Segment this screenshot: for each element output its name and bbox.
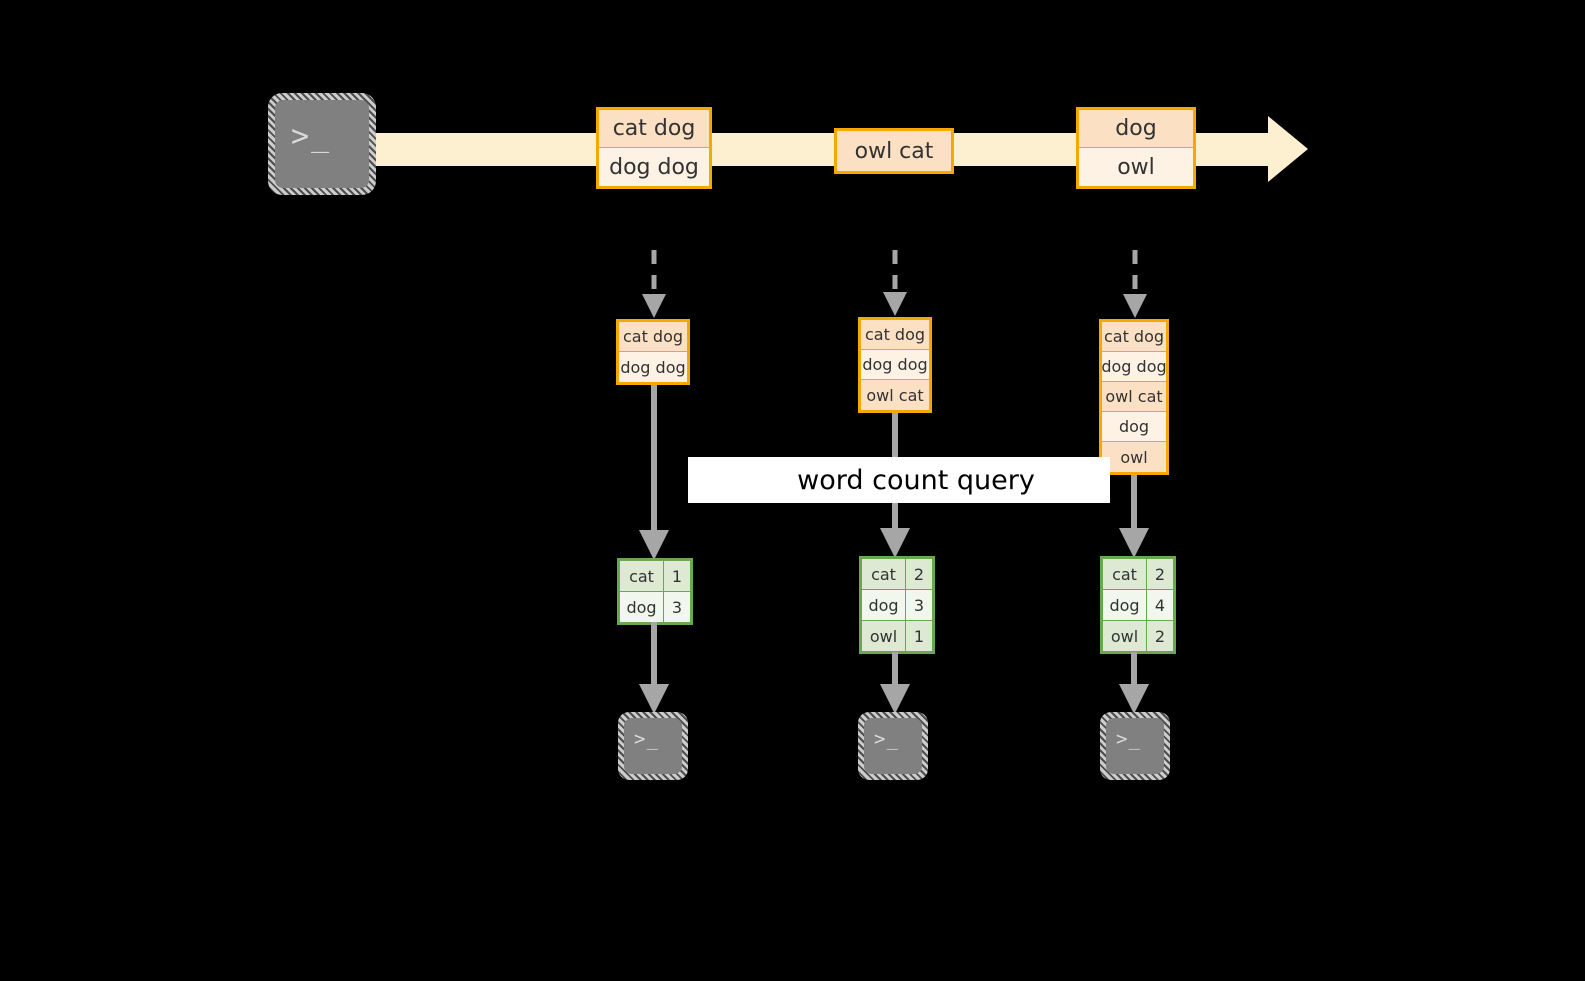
result-table: cat 1 dog 3 (617, 558, 693, 625)
result-to-sink-arrow-icon (880, 652, 910, 714)
sink-terminal-icon: >_ (858, 712, 928, 780)
stream-record-line: owl cat (837, 131, 951, 171)
result-word-cell: dog (620, 592, 664, 622)
dashed-down-arrow-icon (642, 250, 666, 318)
dashed-down-arrow-icon (883, 250, 907, 316)
terminal-prompt-icon: >_ (1116, 728, 1141, 750)
result-word-cell: owl (1103, 621, 1147, 651)
result-table: cat 2 dog 3 owl 1 (859, 556, 935, 654)
result-count-cell: 3 (913, 595, 925, 615)
sink-terminal-icon: >_ (1100, 712, 1170, 780)
query-band: word count query (688, 457, 1110, 503)
terminal-prompt-icon: >_ (634, 728, 659, 750)
terminal-prompt-icon: >_ (874, 728, 899, 750)
result-word-cell: cat (620, 561, 664, 591)
sink-terminal-icon: >_ (618, 712, 688, 780)
result-count-cell: 3 (671, 597, 683, 617)
result-table: cat 2 dog 4 owl 2 (1100, 556, 1176, 654)
table-row: cat 2 (1103, 559, 1173, 590)
table-row: owl 2 (1103, 621, 1173, 651)
batch-line: owl (1102, 442, 1166, 472)
batch-to-result-arrow-icon (1119, 472, 1149, 558)
batch-line: dog (1102, 412, 1166, 442)
result-count-cell: 4 (1154, 595, 1166, 615)
batch-line: dog dog (1101, 352, 1167, 382)
stream-record-line: dog dog (599, 148, 709, 186)
result-count-cell: 2 (913, 564, 925, 584)
batch-box: cat dog dog dog owl cat (858, 317, 932, 413)
result-to-sink-arrow-icon (639, 622, 669, 714)
result-count-cell: 1 (913, 626, 925, 646)
terminal-screen (864, 718, 922, 774)
batch-line: cat dog (861, 320, 929, 350)
stream-record-line: dog (1079, 110, 1193, 148)
stream-record-line: owl (1079, 148, 1193, 186)
result-word-cell: cat (862, 559, 906, 589)
table-row: cat 1 (620, 561, 690, 592)
table-row: cat 2 (862, 559, 932, 590)
source-terminal-icon: >_ (268, 93, 376, 195)
result-word-cell: owl (862, 621, 906, 651)
stream-record-box: cat dog dog dog (596, 107, 712, 189)
batch-line: dog dog (619, 352, 687, 382)
batch-line: cat dog (1102, 322, 1166, 352)
dashed-down-arrow-icon (1123, 250, 1147, 318)
batch-box: cat dog dog dog (616, 319, 690, 385)
table-row: dog 3 (862, 590, 932, 621)
batch-box: cat dog dog dog owl cat dog owl (1099, 319, 1169, 475)
right-arrow-icon (1268, 116, 1308, 182)
terminal-screen (1106, 718, 1164, 774)
terminal-screen (624, 718, 682, 774)
result-word-cell: dog (862, 590, 906, 620)
terminal-screen (275, 100, 369, 188)
table-row: dog 4 (1103, 590, 1173, 621)
result-word-cell: cat (1103, 559, 1147, 589)
stream-record-box: owl cat (834, 128, 954, 174)
result-to-sink-arrow-icon (1119, 652, 1149, 714)
result-count-cell: 2 (1154, 626, 1166, 646)
stream-record-box: dog owl (1076, 107, 1196, 189)
table-row: dog 3 (620, 592, 690, 622)
result-count-cell: 1 (671, 566, 683, 586)
result-word-cell: dog (1103, 590, 1147, 620)
batch-to-result-arrow-icon (639, 382, 669, 560)
result-count-cell: 2 (1154, 564, 1166, 584)
batch-line: cat dog (619, 322, 687, 352)
batch-line: dog dog (861, 350, 929, 380)
batch-line: owl cat (861, 380, 929, 410)
query-band-label: word count query (797, 464, 1035, 496)
terminal-prompt-icon: >_ (291, 119, 332, 154)
stream-record-line: cat dog (599, 110, 709, 148)
batch-line: owl cat (1102, 382, 1166, 412)
table-row: owl 1 (862, 621, 932, 651)
